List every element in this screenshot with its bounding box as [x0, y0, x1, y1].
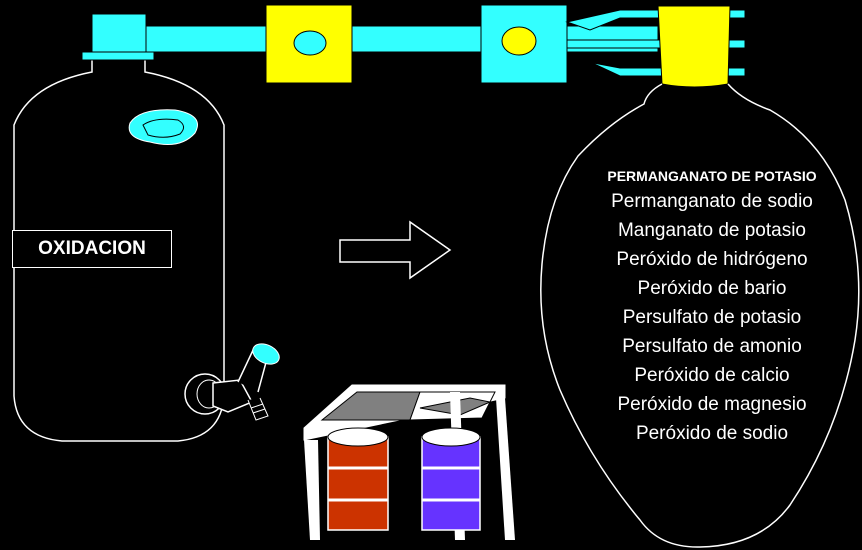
valve-icon — [184, 343, 280, 421]
list-item: Peróxido de magnesio — [617, 394, 807, 415]
right-flask-stopper — [657, 5, 731, 88]
oxidant-list-title: PERMANGANATO DE POTASIO — [607, 168, 817, 184]
oxidant-items: Permanganato de sodio Manganato de potas… — [556, 187, 862, 448]
list-item: Persulfato de potasio — [622, 307, 802, 328]
list-item: Peróxido de bario — [637, 278, 787, 299]
list-item: Peróxido de sodio — [635, 423, 789, 444]
drum-icon — [327, 427, 481, 531]
list-item: Permanganato de sodio — [611, 191, 813, 212]
list-item: Persulfato de amonio — [622, 336, 802, 357]
right-flask — [540, 83, 860, 548]
list-item: Peróxido de calcio — [634, 365, 790, 386]
list-item: Peróxido de hidrógeno — [616, 249, 808, 270]
left-bottle — [13, 60, 225, 442]
arrow-right-icon — [339, 220, 452, 280]
left-bottle-cap — [91, 13, 147, 55]
oxidant-list: PERMANGANATO DE POTASIO Permanganato de … — [556, 167, 862, 448]
bottle-label: OXIDACION — [12, 230, 172, 268]
list-item: Manganato de potasio — [617, 220, 807, 241]
liquid-blob — [128, 109, 198, 145]
